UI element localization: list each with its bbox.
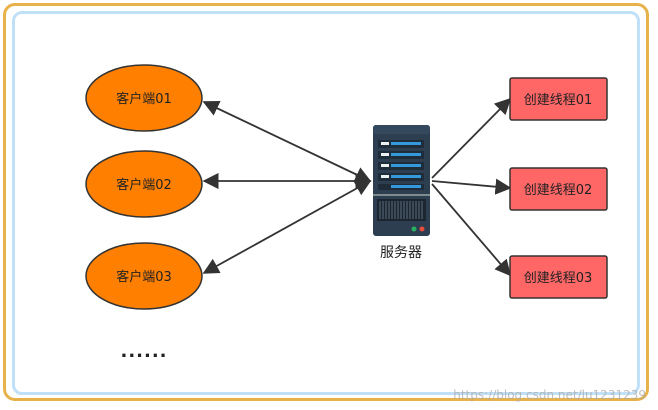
client-label-03: 客户端03 — [116, 269, 172, 285]
thread-label-03: 创建线程03 — [524, 271, 593, 286]
server-status-light-green — [411, 226, 417, 232]
server-status-light-red — [419, 226, 425, 232]
server-icon — [373, 125, 430, 236]
connector-client03-server — [202, 180, 372, 274]
more-clients-indicator: ...... — [120, 341, 167, 362]
client-node-01: 客户端01 — [85, 64, 203, 132]
client-node-03: 客户端03 — [85, 242, 203, 310]
connector-server-thread02 — [431, 178, 512, 195]
server-vent-grille — [377, 199, 426, 221]
connector-server-thread03 — [431, 183, 512, 277]
connector-server-thread01 — [431, 97, 512, 179]
thread-node-02: 创建线程02 — [509, 167, 608, 211]
client-label-02: 客户端02 — [116, 177, 172, 193]
watermark: https://blog.csdn.net/lu1231239 — [453, 388, 646, 402]
thread-node-01: 创建线程01 — [509, 77, 608, 121]
thread-label-01: 创建线程01 — [524, 93, 593, 108]
client-label-01: 客户端01 — [116, 91, 172, 107]
client-node-02: 客户端02 — [85, 150, 203, 218]
thread-node-03: 创建线程03 — [509, 255, 608, 299]
server-label: 服务器 — [380, 245, 422, 261]
connector-client01-server — [202, 100, 372, 183]
thread-label-02: 创建线程02 — [524, 183, 593, 198]
